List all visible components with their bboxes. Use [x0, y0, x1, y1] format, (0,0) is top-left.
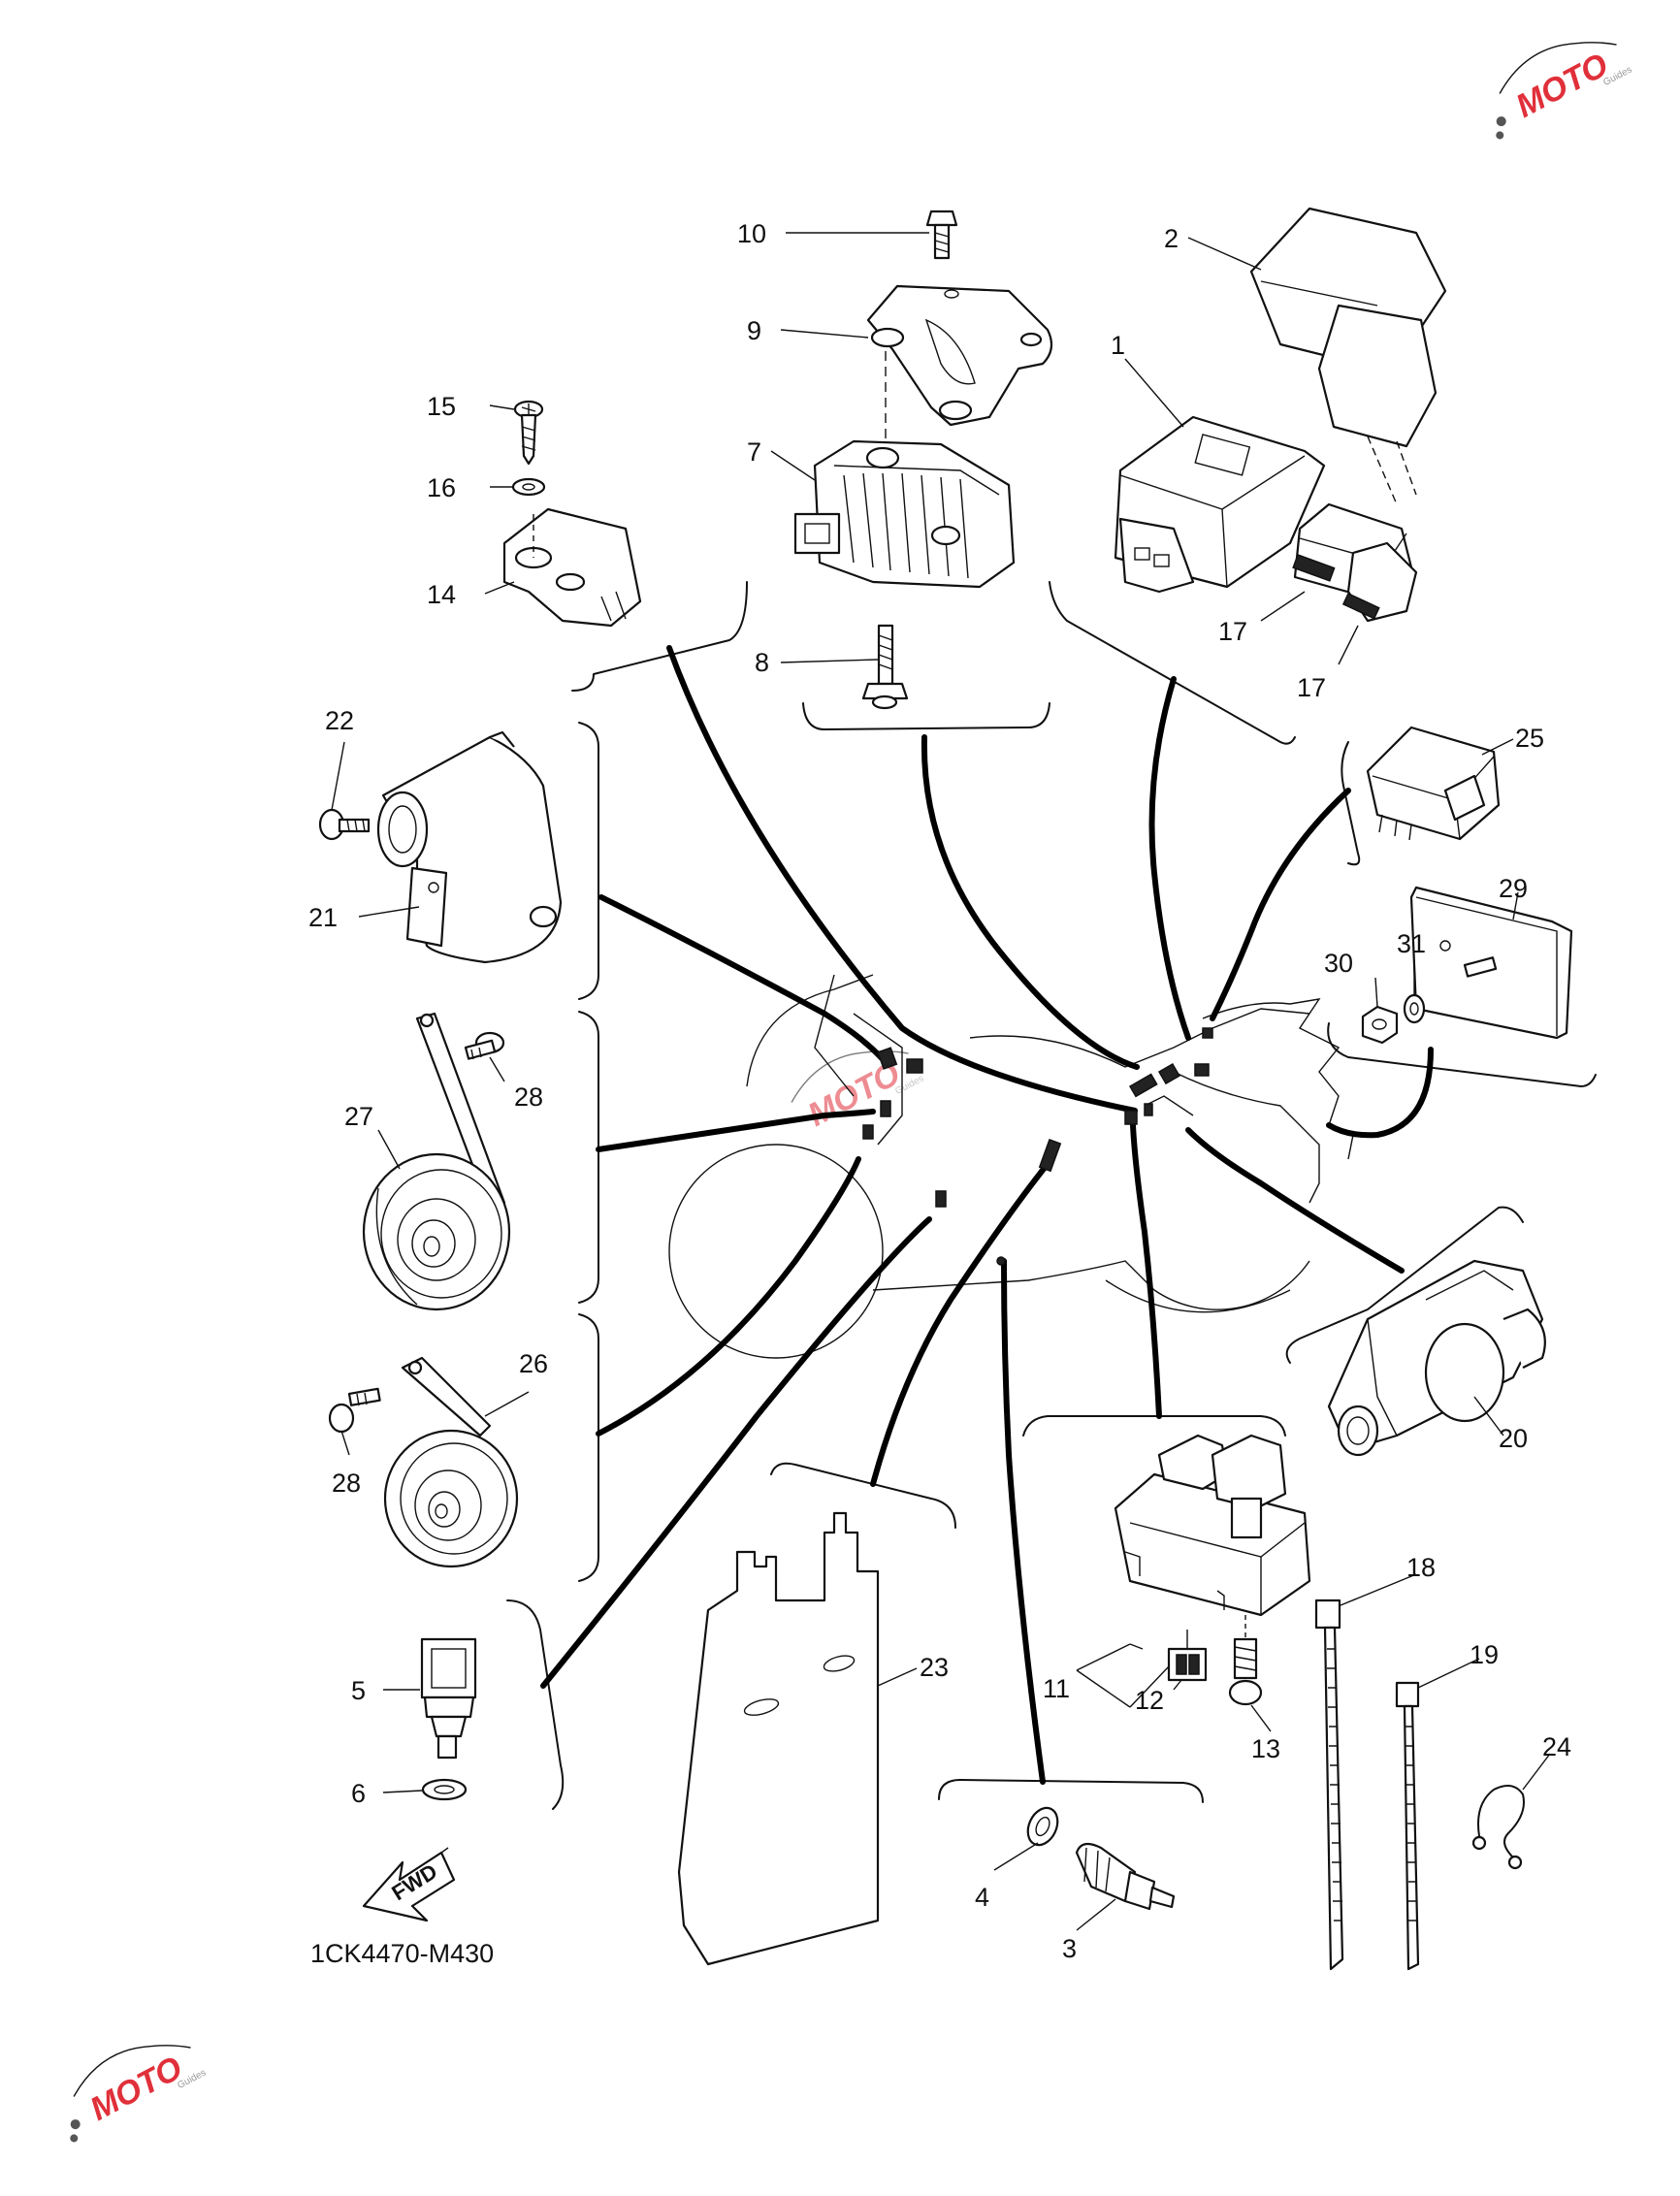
part-12-fuse	[1167, 1630, 1208, 1682]
part-28-bolt-lower	[328, 1387, 381, 1434]
callout-8: 8	[755, 648, 769, 677]
part-25-relay	[1366, 726, 1501, 841]
callout-7: 7	[747, 437, 761, 467]
callout-31: 31	[1397, 929, 1426, 958]
callout-4: 4	[975, 1883, 989, 1912]
callout-28a: 28	[514, 1082, 543, 1112]
harness-connectors	[862, 1027, 1213, 1266]
part-3-switch	[1075, 1842, 1176, 1911]
callout-23: 23	[920, 1653, 949, 1682]
part-24-clip	[1471, 1785, 1525, 1870]
grouping-brackets	[506, 581, 1597, 1810]
callout-22: 22	[325, 706, 354, 735]
callout-10: 10	[737, 219, 766, 248]
callout-30: 30	[1324, 949, 1353, 978]
callout-leaders	[331, 232, 1551, 1931]
part-1-cdi-unit	[1114, 415, 1326, 594]
callout-9: 9	[747, 316, 761, 345]
part-28-bolt-upper	[464, 1031, 505, 1060]
watermark-logo-top: MOTO Guides	[1496, 42, 1633, 140]
watermark-logo-bottom: MOTO Guides	[70, 2045, 208, 2143]
part-19-cable-tie	[1395, 1681, 1420, 1971]
callout-28b: 28	[332, 1469, 361, 1498]
callout-1: 1	[1111, 331, 1125, 360]
callout-20: 20	[1499, 1424, 1528, 1453]
part-22-bolt	[318, 808, 371, 841]
callout-12: 12	[1135, 1686, 1164, 1715]
callout-25: 25	[1515, 724, 1544, 753]
callout-21: 21	[308, 903, 338, 932]
part-18-cable-tie	[1314, 1599, 1344, 1971]
part-6-washer	[421, 1778, 468, 1801]
callout-labels: 10 9 7 8 2 1 17 17 15 16 14 22 21 28 27 …	[308, 219, 1571, 1963]
leader-lines	[540, 645, 1434, 1785]
callout-3: 3	[1062, 1934, 1077, 1963]
part-16-washer	[511, 477, 546, 497]
callout-11: 11	[1043, 1674, 1070, 1703]
part-9-bracket	[866, 284, 1053, 456]
scooter-outline	[668, 974, 1354, 1359]
part-30-nut	[1361, 1005, 1399, 1045]
part-10-bolt	[925, 210, 958, 260]
part-14-sensor	[502, 507, 642, 628]
part-5-sensor	[420, 1637, 477, 1760]
watermark-brand-bottom: MOTO	[84, 2050, 188, 2128]
callout-24: 24	[1542, 1732, 1571, 1761]
callout-15: 15	[427, 392, 456, 421]
part-23-plate	[677, 1511, 880, 1966]
callout-16: 16	[427, 473, 456, 502]
part-7-rectifier-regulator	[793, 439, 1016, 589]
callout-26: 26	[519, 1349, 548, 1378]
part-11-unit	[1114, 1434, 1311, 1617]
part-26-horn	[383, 1356, 519, 1568]
callout-5: 5	[351, 1676, 366, 1705]
callout-17a: 17	[1218, 617, 1247, 646]
callout-14: 14	[427, 580, 456, 609]
callout-18: 18	[1406, 1553, 1436, 1582]
watermark-brand-top: MOTO	[1510, 47, 1614, 125]
part-29-reflector	[1409, 886, 1573, 1040]
part-17-relay	[1292, 502, 1418, 623]
callout-2: 2	[1164, 224, 1179, 253]
part-20-canister	[1327, 1259, 1546, 1457]
callout-27: 27	[344, 1102, 373, 1131]
drawing-code: 1CK4470-M430	[310, 1939, 494, 1968]
part-21-intake	[376, 730, 563, 964]
fwd-direction-arrow: FWD	[362, 1847, 456, 1922]
callout-19: 19	[1470, 1640, 1499, 1669]
part-4-washer	[1026, 1806, 1059, 1847]
part-15-screw	[513, 400, 544, 466]
part-27-horn	[362, 1012, 511, 1311]
part-13-fuse-holder	[1228, 1615, 1263, 1706]
callout-17b: 17	[1297, 673, 1326, 702]
callout-29: 29	[1499, 874, 1528, 903]
part-2-unit	[1249, 207, 1447, 505]
watermark-logo-center: MOTO Guides	[791, 1050, 925, 1134]
callout-6: 6	[351, 1779, 366, 1808]
part-31-washer	[1403, 993, 1426, 1024]
part-8-bolt	[861, 624, 909, 710]
callout-13: 13	[1251, 1734, 1280, 1763]
